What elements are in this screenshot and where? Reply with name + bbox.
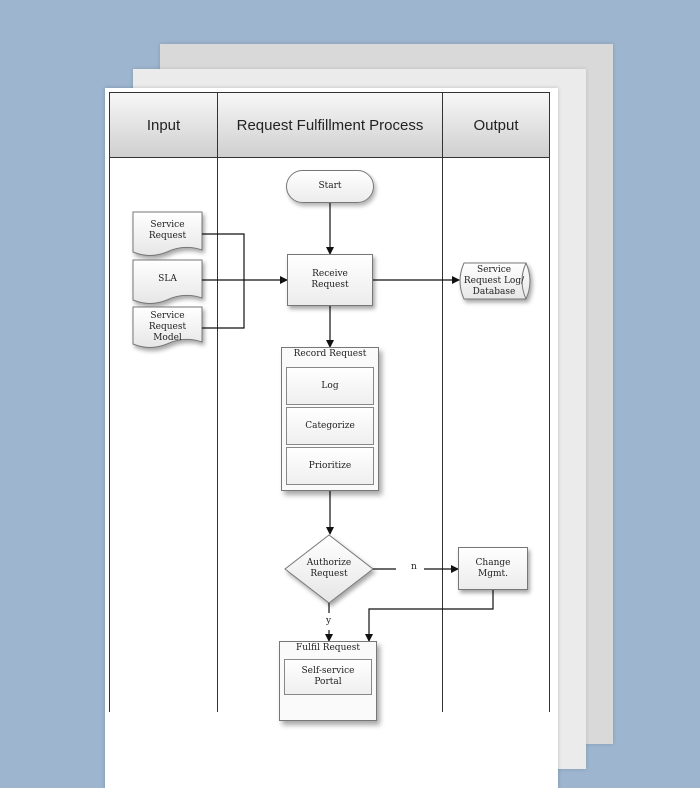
log-step: Log	[286, 367, 374, 405]
fulfil-request-group: Fulfil Request Self-service Portal	[279, 641, 377, 721]
flow-connectors	[132, 203, 531, 642]
lane-border-right	[549, 92, 550, 712]
edge-label-no: n	[411, 562, 417, 572]
prioritize-step: Prioritize	[286, 447, 374, 485]
edge-label-yes: y	[326, 616, 332, 626]
edge-service-request	[202, 233, 245, 329]
lane-header-process: Request Fulfillment Process	[217, 92, 443, 158]
receive-request-box: Receive Request	[287, 254, 373, 306]
service-request-model-label: Service Request Model	[148, 310, 187, 343]
sla-label: SLA	[158, 273, 177, 284]
log-database-label: Service Request Log/ Database	[463, 264, 525, 297]
record-request-title: Record Request	[293, 349, 367, 359]
lane-divider-process-output	[442, 92, 443, 712]
record-request-group: Record Request Log Categorize Prioritize	[281, 347, 379, 491]
lane-border-left	[109, 92, 110, 712]
self-service-portal-step: Self-service Portal	[284, 659, 372, 695]
log-database-shape	[459, 262, 531, 300]
start-terminal: Start	[286, 170, 374, 203]
lane-divider-input-process	[217, 92, 218, 712]
change-mgmt-box: Change Mgmt.	[458, 547, 528, 590]
lane-header-output: Output	[442, 92, 550, 158]
edge-change-to-fulfil	[365, 590, 494, 642]
authorize-request-label: Authorize Request	[306, 558, 352, 579]
service-request-model-document	[132, 306, 203, 348]
fulfil-request-title: Fulfil Request	[296, 643, 360, 653]
service-request-label: Service Request	[148, 220, 187, 241]
categorize-step: Categorize	[286, 407, 374, 445]
sla-document	[132, 259, 203, 304]
service-request-document	[132, 211, 203, 256]
